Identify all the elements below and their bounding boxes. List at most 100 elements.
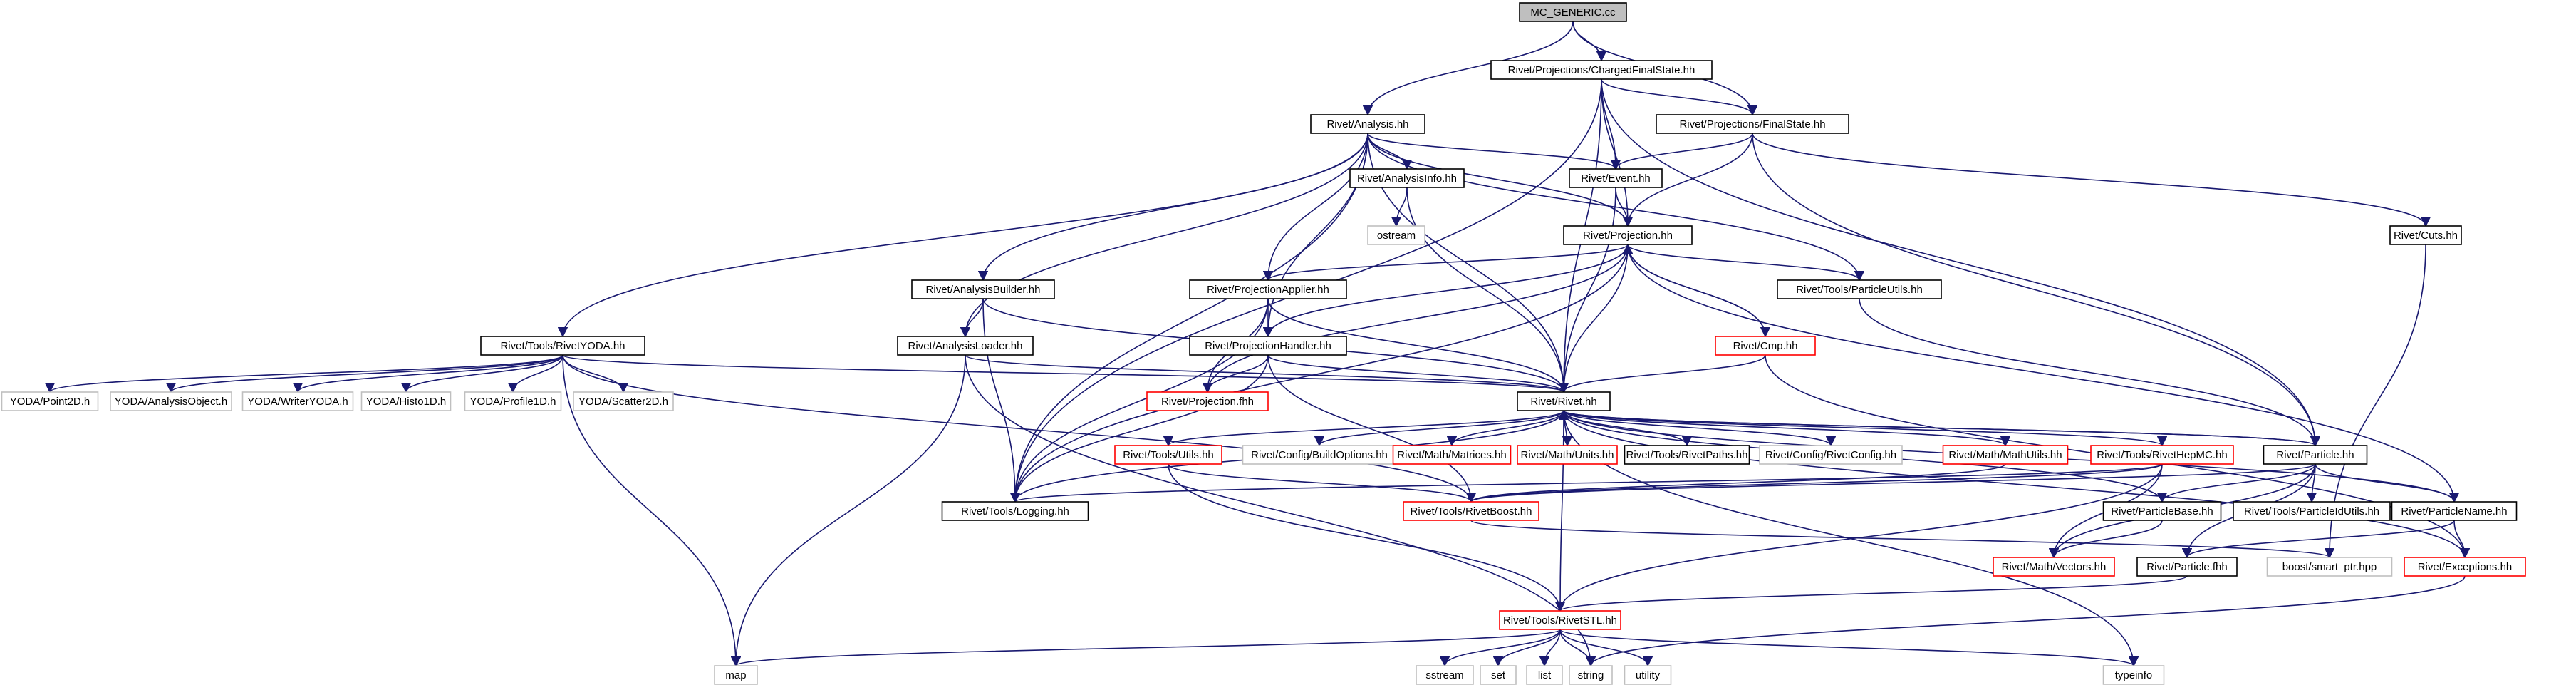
node-label: Rivet/ProjectionHandler.hh bbox=[1205, 340, 1331, 352]
node-label: Rivet/Projections/FinalState.hh bbox=[1679, 118, 1825, 130]
node-units[interactable]: Rivet/Math/Units.hh bbox=[1517, 445, 1618, 465]
edge-analysis-to-logging bbox=[1009, 133, 1368, 503]
node-string: string bbox=[1569, 665, 1613, 685]
node-label: Rivet/Tools/ParticleIdUtils.hh bbox=[2244, 505, 2379, 518]
node-event[interactable]: Rivet/Event.hh bbox=[1569, 168, 1663, 188]
node-box bbox=[2136, 557, 2238, 577]
edge-math-utils-to-rivet-boost bbox=[1466, 463, 2006, 503]
node-label: Rivet/Cmp.hh bbox=[1733, 340, 1798, 352]
header-nodes: MC_GENERIC.ccRivet/Projections/ChargedFi… bbox=[1, 2, 2526, 685]
node-box bbox=[1517, 391, 1611, 411]
edge-analysis-to-particle-utils bbox=[1367, 133, 1865, 282]
node-charged-final-state[interactable]: Rivet/Projections/ChargedFinalState.hh bbox=[1490, 60, 1713, 80]
node-rivet[interactable]: Rivet/Rivet.hh bbox=[1517, 391, 1611, 411]
node-particle-id-utils[interactable]: Rivet/Tools/ParticleIdUtils.hh bbox=[2233, 501, 2391, 521]
node-box bbox=[911, 279, 1055, 299]
edge-rivet-hepmc-to-rivet-boost bbox=[1466, 463, 2163, 503]
node-box bbox=[360, 391, 452, 411]
node-tools-utils[interactable]: Rivet/Tools/Utils.hh bbox=[1114, 445, 1222, 465]
node-logging[interactable]: Rivet/Tools/Logging.hh bbox=[941, 501, 1089, 521]
node-label: Rivet/Tools/Utils.hh bbox=[1123, 449, 1214, 461]
node-label: boost/smart_ptr.hpp bbox=[2282, 561, 2377, 573]
node-rivet-yoda[interactable]: Rivet/Tools/RivetYODA.hh bbox=[480, 336, 645, 356]
edge-rivet-to-rivet-stl bbox=[1554, 410, 1566, 612]
edge-rivet-stl-to-map bbox=[731, 629, 1561, 667]
node-projection-fhh[interactable]: Rivet/Projection.fhh bbox=[1146, 391, 1269, 411]
node-box bbox=[1480, 665, 1517, 685]
node-final-state[interactable]: Rivet/Projections/FinalState.hh bbox=[1656, 114, 1849, 134]
node-box bbox=[1624, 665, 1672, 685]
node-projection-handler[interactable]: Rivet/ProjectionHandler.hh bbox=[1189, 336, 1347, 356]
node-analysis-info[interactable]: Rivet/AnalysisInfo.hh bbox=[1349, 168, 1465, 188]
node-analysis[interactable]: Rivet/Analysis.hh bbox=[1310, 114, 1425, 134]
edge-particle-base-to-vectors bbox=[2048, 520, 2163, 559]
node-mc-generic[interactable]: MC_GENERIC.cc bbox=[1519, 2, 1627, 22]
node-box bbox=[1146, 391, 1269, 411]
edge-projection-to-projection-fhh bbox=[1202, 244, 1629, 393]
node-box bbox=[1349, 168, 1465, 188]
edge-particle-to-rivet-boost bbox=[1466, 463, 2316, 503]
node-box bbox=[1189, 336, 1347, 356]
edge-rivet-to-math-utils bbox=[1563, 410, 2010, 447]
edge-particle-to-rivet bbox=[1559, 409, 2316, 446]
node-projection[interactable]: Rivet/Projection.hh bbox=[1563, 225, 1693, 245]
edge-rivet-stl-to-string bbox=[1559, 629, 1596, 667]
node-particle[interactable]: Rivet/Particle.hh bbox=[2263, 445, 2368, 465]
node-particle-base[interactable]: Rivet/ParticleBase.hh bbox=[2102, 501, 2222, 521]
node-particle-fhh[interactable]: Rivet/Particle.fhh bbox=[2136, 557, 2238, 577]
node-label: Rivet/Analysis.hh bbox=[1326, 118, 1408, 130]
edge-analysis-builder-to-logging bbox=[982, 298, 1021, 503]
edge-rivet-stl-to-utility bbox=[1559, 629, 1653, 667]
edge-particle-to-particle-name bbox=[2315, 463, 2460, 503]
node-particle-name[interactable]: Rivet/ParticleName.hh bbox=[2391, 501, 2518, 521]
node-rivet-stl[interactable]: Rivet/Tools/RivetSTL.hh bbox=[1499, 610, 1621, 630]
edge-rivet-stl-to-sstream bbox=[1439, 629, 1561, 667]
node-rivet-boost[interactable]: Rivet/Tools/RivetBoost.hh bbox=[1403, 501, 1539, 521]
node-box bbox=[1517, 445, 1618, 465]
edge-analysis-to-event bbox=[1367, 133, 1621, 170]
node-box bbox=[480, 336, 645, 356]
node-math-utils[interactable]: Rivet/Math/MathUtils.hh bbox=[1942, 445, 2069, 465]
node-particle-utils[interactable]: Rivet/Tools/ParticleUtils.hh bbox=[1777, 279, 1942, 299]
node-label: Rivet/Math/MathUtils.hh bbox=[1948, 449, 2062, 461]
edge-analysis-loader-to-string bbox=[965, 354, 1596, 667]
node-box bbox=[714, 665, 758, 685]
node-box bbox=[1403, 501, 1539, 521]
edge-particle-name-to-exceptions bbox=[2453, 520, 2471, 559]
node-label: YODA/Profile1D.h bbox=[470, 396, 556, 408]
node-label: Rivet/ParticleName.hh bbox=[2401, 505, 2507, 518]
node-cmp[interactable]: Rivet/Cmp.hh bbox=[1715, 336, 1816, 356]
node-rivet-paths[interactable]: Rivet/Tools/RivetPaths.hh bbox=[1624, 445, 1750, 465]
node-analysis-loader[interactable]: Rivet/AnalysisLoader.hh bbox=[897, 336, 1034, 356]
node-yoda-profile1d: YODA/Profile1D.h bbox=[464, 391, 562, 411]
node-label: utility bbox=[1636, 669, 1661, 681]
node-projection-applier[interactable]: Rivet/ProjectionApplier.hh bbox=[1189, 279, 1347, 299]
node-vectors[interactable]: Rivet/Math/Vectors.hh bbox=[1993, 557, 2115, 577]
node-box bbox=[1569, 665, 1613, 685]
node-label: YODA/Point2D.h bbox=[10, 396, 90, 408]
edge-projection-handler-to-logging bbox=[1009, 354, 1269, 503]
node-label: Rivet/Config/RivetConfig.hh bbox=[1765, 449, 1896, 461]
edge-cmp-to-projection bbox=[1622, 243, 1766, 337]
node-cuts[interactable]: Rivet/Cuts.hh bbox=[2389, 225, 2462, 245]
node-box bbox=[1759, 445, 1903, 465]
edge-event-to-rivet bbox=[1558, 187, 1616, 393]
edge-rivet-yoda-to-rivet-boost bbox=[562, 354, 1477, 503]
edge-projection-to-rivet bbox=[1558, 244, 1629, 393]
node-box bbox=[1310, 114, 1425, 134]
node-analysis-builder[interactable]: Rivet/AnalysisBuilder.hh bbox=[911, 279, 1055, 299]
node-matrices[interactable]: Rivet/Math/Matrices.hh bbox=[1392, 445, 1512, 465]
edge-projection-handler-to-projection-fhh bbox=[1202, 354, 1269, 393]
node-exceptions[interactable]: Rivet/Exceptions.hh bbox=[2404, 557, 2526, 577]
node-box bbox=[1942, 445, 2069, 465]
node-rivet-hepmc[interactable]: Rivet/Tools/RivetHepMC.hh bbox=[2090, 445, 2234, 465]
node-utility: utility bbox=[1624, 665, 1672, 685]
node-label: Rivet/Rivet.hh bbox=[1530, 396, 1596, 408]
edge-projection-handler-to-rivet bbox=[1267, 354, 1569, 393]
node-label: Rivet/Particle.fhh bbox=[2146, 561, 2227, 573]
edge-projection-applier-to-rivet bbox=[1267, 298, 1569, 393]
edge-particle-fhh-to-rivet-stl bbox=[1555, 575, 2188, 612]
edge-rivet-to-tools-utils bbox=[1163, 410, 1564, 447]
node-yoda-scatter2d: YODA/Scatter2D.h bbox=[573, 391, 674, 411]
edge-rivet-stl-to-set bbox=[1492, 629, 1561, 667]
